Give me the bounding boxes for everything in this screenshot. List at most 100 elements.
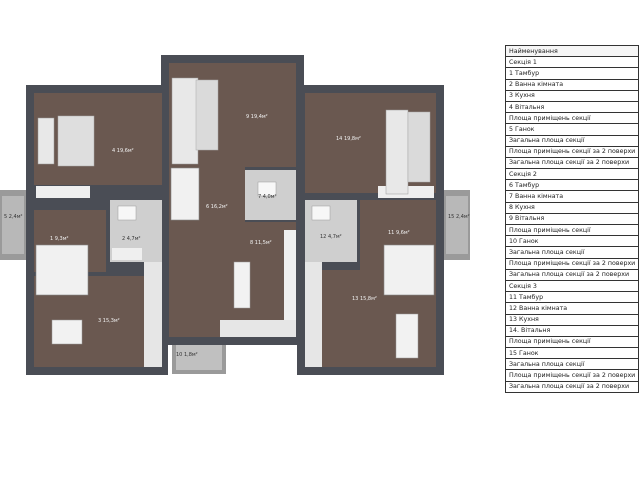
legend-cell: Загальна площа секції за 2 поверхи <box>505 380 639 393</box>
legend-cell: 10 Ганок <box>505 235 639 248</box>
legend-cell: 7 Ванна кімната <box>505 190 639 203</box>
sofa-1 <box>37 117 55 165</box>
room-8-kitchen <box>220 320 296 337</box>
room-label-12: 12 4,7м² <box>320 234 342 240</box>
legend-item-row: Площа приміщень секції <box>505 112 639 125</box>
legend-item-row: Загальна площа секції <box>505 246 639 259</box>
room-label-13: 13 15,8м² <box>352 296 377 302</box>
legend-cell: 5 Ганок <box>505 123 639 136</box>
room-label-3: 3 15,3м² <box>98 318 120 324</box>
legend-item-row: 9 Вітальня <box>505 212 639 226</box>
legend-item-row: Загальна площа секції <box>505 358 639 371</box>
legend-cell: Секція 1 <box>505 56 639 69</box>
room-13-kitchen <box>305 262 322 367</box>
legend-cell: Площа приміщень секції за 2 поверхи <box>505 369 639 382</box>
legend-item-row: Площа приміщень секції за 2 поверхи <box>505 145 639 158</box>
sink-1 <box>117 205 137 221</box>
legend-cell: Загальна площа секції <box>505 246 639 259</box>
legend-item-row: 2 Ванна кімната <box>505 78 639 91</box>
dining-table-3 <box>395 313 419 359</box>
legend-item-row: Загальна площа секції за 2 поверхи <box>505 380 639 393</box>
stairs-1 <box>35 244 89 296</box>
legend-item-row: Площа приміщень секції <box>505 223 639 237</box>
legend-cell: Площа приміщень секції за 2 поверхи <box>505 145 639 158</box>
legend-cell: Площа приміщень секції <box>505 112 639 125</box>
legend-item-row: 10 Ганок <box>505 235 639 248</box>
legend-cell: Площа приміщень секції <box>505 223 639 237</box>
porch-left-deck <box>2 196 24 254</box>
legend-cell: 11 Тамбур <box>505 291 639 304</box>
legend-item-row: 3 Кухня <box>505 89 639 102</box>
stairs-2 <box>170 167 200 221</box>
legend-cell: Загальна площа секції за 2 поверхи <box>505 268 639 281</box>
rug-3 <box>407 111 431 183</box>
sofa-3 <box>385 109 409 195</box>
legend-cell: Загальна площа секції за 2 поверхи <box>505 156 639 170</box>
legend-item-row: 6 Тамбур <box>505 179 639 192</box>
legend-section-row: Секція 1 <box>505 56 639 69</box>
legend-cell: 4 Вітальня <box>505 100 639 114</box>
legend-item-row: Загальна площа секції <box>505 134 639 147</box>
legend-cell: 8 Кухня <box>505 201 639 214</box>
room-label-4: 4 19,6м² <box>112 148 134 154</box>
rug-2 <box>195 79 219 151</box>
legend-item-row: 13 Кухня <box>505 313 639 326</box>
legend-item-row: 8 Кухня <box>505 201 639 214</box>
legend-cell: Секція 3 <box>505 279 639 293</box>
dining-table-1 <box>51 319 83 345</box>
legend-item-row: Загальна площа секції за 2 поверхи <box>505 268 639 281</box>
legend-cell: Секція 2 <box>505 168 639 181</box>
sink-3 <box>311 205 331 221</box>
legend-item-row: Площа приміщень секції за 2 поверхи <box>505 369 639 382</box>
legend-cell: 2 Ванна кімната <box>505 78 639 91</box>
floor-plan: 1 9,3м² 2 4,7м² 3 15,3м² 4 19,6м² 5 2,4м… <box>0 55 470 375</box>
legend-cell: 1 Тамбур <box>505 67 639 80</box>
legend-cell: 6 Тамбур <box>505 179 639 192</box>
room-8-floor <box>220 222 296 337</box>
room-label-7: 7 4,0м² <box>258 194 277 200</box>
legend-cell: 3 Кухня <box>505 89 639 102</box>
legend-cell: 12 Ванна кімната <box>505 302 639 315</box>
legend-cell: 15 Ганок <box>505 347 639 360</box>
legend-item-row: 4 Вітальня <box>505 100 639 114</box>
room-label-10: 10 1,8м² <box>176 352 198 358</box>
legend-cell: Площа приміщень секції <box>505 335 639 349</box>
legend-item-row: 7 Ванна кімната <box>505 190 639 203</box>
counter-1b <box>112 248 142 260</box>
stairs-3 <box>383 244 435 296</box>
room-3-kitchen <box>144 262 162 367</box>
legend-section-row: Секція 2 <box>505 168 639 181</box>
legend-cell: Загальна площа секції <box>505 358 639 371</box>
legend-item-row: Загальна площа секції за 2 поверхи <box>505 156 639 170</box>
legend-section-row: Секція 3 <box>505 279 639 293</box>
legend-header-row: Найменування <box>505 44 639 58</box>
legend-item-row: Площа приміщень секції за 2 поверхи <box>505 257 639 270</box>
room-label-5: 5 2,4м² <box>4 214 23 220</box>
legend-header: Найменування <box>505 44 639 58</box>
rug-1 <box>57 115 95 167</box>
legend-item-row: 12 Ванна кімната <box>505 302 639 315</box>
legend-cell: 13 Кухня <box>505 313 639 326</box>
legend-item-row: 15 Ганок <box>505 347 639 360</box>
legend-cell: Площа приміщень секції за 2 поверхи <box>505 257 639 270</box>
legend-item-row: 14. Вітальня <box>505 324 639 337</box>
legend-item-row: 11 Тамбур <box>505 291 639 304</box>
room-4-floor <box>34 93 162 185</box>
counter-2 <box>284 230 296 320</box>
legend-cell: 14. Вітальня <box>505 324 639 337</box>
legend-cell: Загальна площа секції <box>505 134 639 147</box>
porch-right-deck <box>446 196 468 254</box>
room-label-11: 11 9,6м² <box>388 230 410 236</box>
room-label-15: 15 2,4м² <box>448 214 470 220</box>
legend-cell: 9 Вітальня <box>505 212 639 226</box>
dining-table-2 <box>233 261 251 309</box>
counter-1 <box>36 186 90 198</box>
room-label-14: 14 19,8м² <box>336 136 361 142</box>
legend-item-row: Площа приміщень секції <box>505 335 639 349</box>
legend-item-row: 5 Ганок <box>505 123 639 136</box>
room-label-2: 2 4,7м² <box>122 236 141 242</box>
sink-2 <box>257 181 277 197</box>
room-label-1: 1 9,3м² <box>50 236 69 242</box>
room-label-8: 8 11,5м² <box>250 240 272 246</box>
